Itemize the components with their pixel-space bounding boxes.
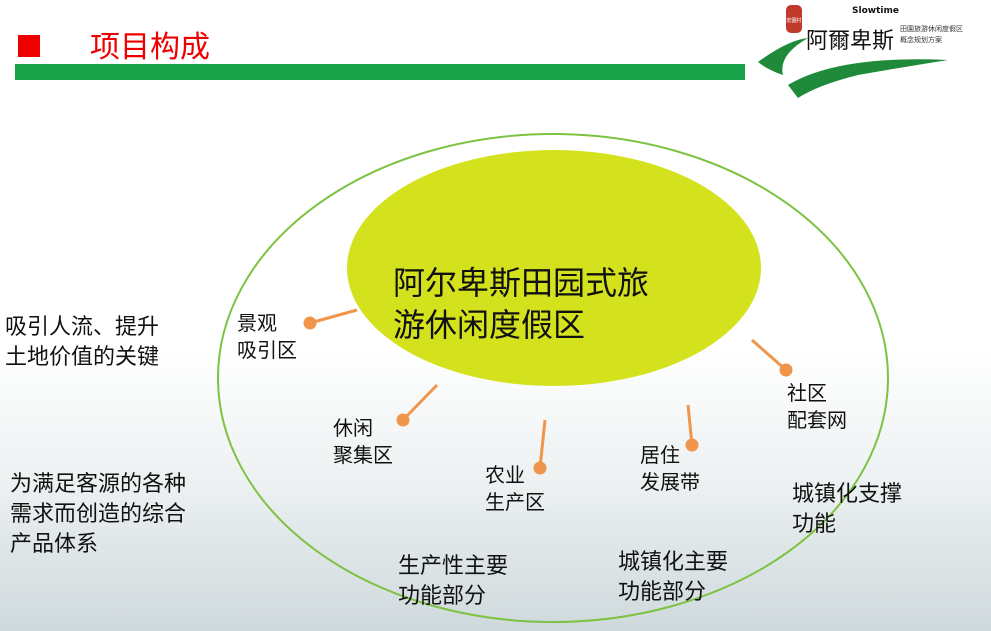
node-agriculture: 农业生产区 bbox=[485, 463, 545, 514]
outer-ellipse bbox=[217, 133, 889, 623]
title-bullet bbox=[18, 35, 40, 57]
logo-name: 阿爾卑斯 bbox=[806, 29, 894, 54]
logo-sub1: 田園旅游休闲度假区 bbox=[900, 24, 963, 33]
spoke-dot bbox=[779, 363, 793, 377]
center-ellipse bbox=[347, 150, 761, 386]
node-community: 社区配套网 bbox=[787, 381, 847, 432]
header-bar bbox=[15, 64, 745, 80]
logo: 宏園村 阿爾卑斯 Slowtime 田園旅游休闲度假区 概念规划方案 bbox=[758, 5, 963, 98]
note-left-1: 吸引人流、提升土地价值的关键 bbox=[5, 315, 160, 370]
spoke-line bbox=[686, 404, 694, 446]
spoke-line bbox=[401, 383, 439, 422]
note-left-2: 为满足客源的各种需求而创造的综合产品体系 bbox=[10, 472, 187, 557]
node-residence: 居住发展带 bbox=[640, 443, 700, 494]
center-label: 阿尔卑斯田园式旅游休闲度假区 bbox=[393, 264, 650, 344]
note-right: 城镇化支撑功能 bbox=[792, 482, 903, 537]
logo-seal bbox=[786, 5, 802, 33]
spoke-dot bbox=[396, 413, 410, 427]
node-landscape: 景观吸引区 bbox=[237, 311, 297, 362]
spoke-dot bbox=[685, 438, 699, 452]
logo-seal-text: 宏園村 bbox=[786, 17, 801, 24]
spoke-dot bbox=[303, 316, 317, 330]
logo-en: Slowtime bbox=[852, 6, 899, 16]
spoke-line bbox=[751, 338, 787, 372]
note-bottom-2: 城镇化主要功能部分 bbox=[618, 550, 729, 605]
node-leisure: 休闲聚集区 bbox=[333, 416, 393, 467]
spoke-line bbox=[309, 308, 358, 325]
note-bottom-1: 生产性主要功能部分 bbox=[398, 554, 509, 609]
spoke-dot bbox=[533, 461, 547, 475]
logo-sub2: 概念规划方案 bbox=[900, 35, 942, 44]
page-title: 项目构成 bbox=[90, 30, 210, 65]
spoke-line bbox=[538, 419, 547, 469]
